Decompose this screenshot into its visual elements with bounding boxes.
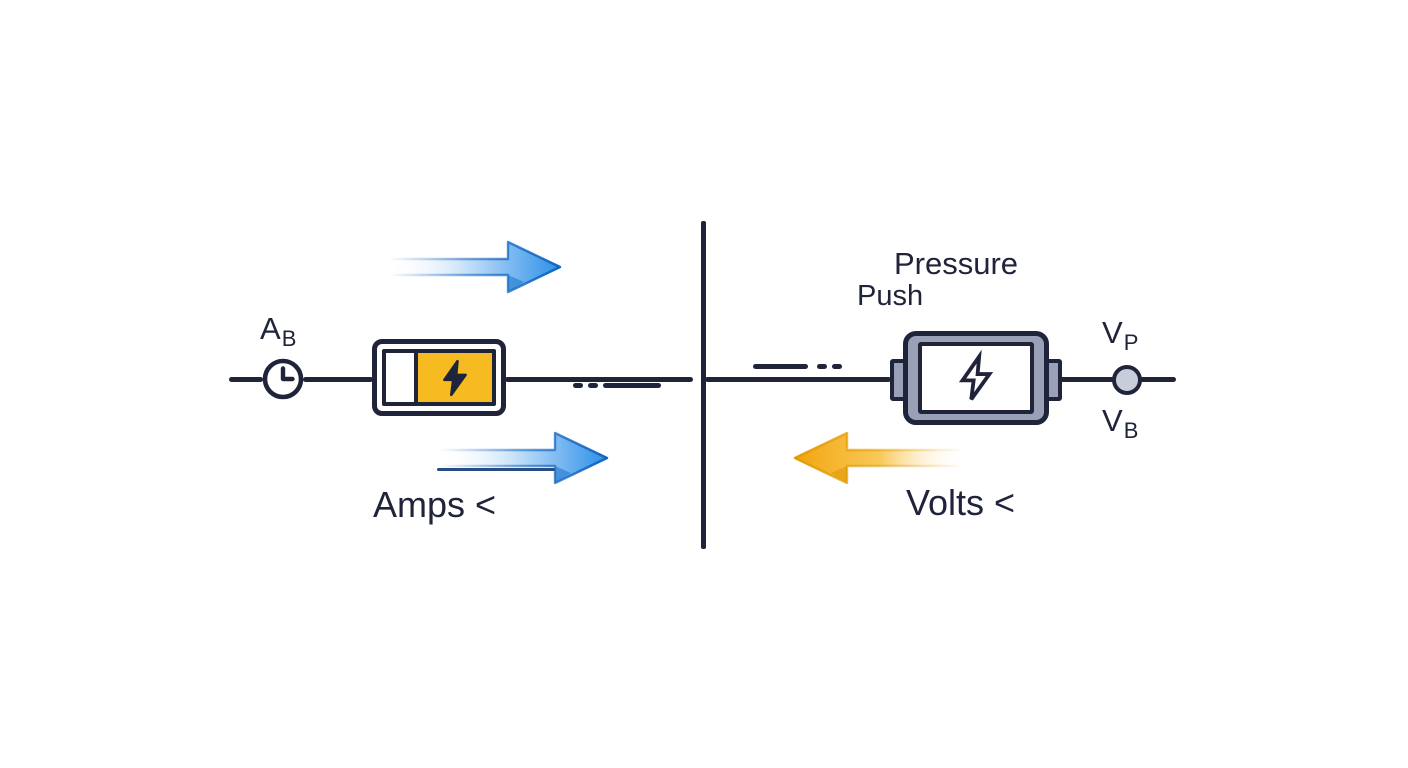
arrow-right-icon bbox=[386, 240, 562, 294]
ammeter-label-base: A bbox=[260, 311, 281, 346]
voltage-label-bottom-subscript: B bbox=[1123, 418, 1139, 443]
amps-caption: Amps < bbox=[373, 484, 497, 525]
wire-dash bbox=[588, 383, 598, 388]
divider-line bbox=[701, 221, 706, 549]
wire-dash bbox=[573, 383, 583, 388]
wire-segment bbox=[303, 377, 373, 382]
wire-segment bbox=[1140, 377, 1176, 382]
wire-segment bbox=[1060, 377, 1114, 382]
clock-icon bbox=[262, 358, 304, 400]
wire-dash bbox=[817, 364, 827, 369]
battery-screen bbox=[918, 342, 1034, 414]
volts-caption: Volts < bbox=[906, 482, 1016, 523]
voltage-label-bottom-base: V bbox=[1102, 403, 1123, 438]
arrow-left-icon bbox=[793, 431, 967, 485]
arrow-underline bbox=[437, 468, 555, 471]
lightning-bolt-outline-icon bbox=[958, 349, 994, 401]
wire-segment bbox=[229, 377, 263, 382]
pressure-title: Pressure bbox=[894, 246, 1019, 281]
battery-empty-cell bbox=[386, 353, 418, 402]
ammeter-label-subscript: B bbox=[281, 326, 297, 351]
voltage-label-top: VP bbox=[1102, 315, 1138, 354]
wire-dash bbox=[832, 364, 842, 369]
wire-dash bbox=[753, 364, 808, 369]
battery-charged-cell bbox=[418, 353, 492, 402]
lightning-bolt-icon bbox=[443, 359, 467, 396]
voltage-label-top-base: V bbox=[1102, 315, 1123, 350]
wire-segment bbox=[705, 377, 891, 382]
wire-segment bbox=[505, 377, 693, 382]
battery-cells bbox=[382, 349, 496, 406]
clock-meter bbox=[261, 357, 305, 401]
wire-dash bbox=[603, 383, 661, 388]
battery-right bbox=[903, 331, 1049, 425]
voltage-label-bottom: VB bbox=[1102, 403, 1138, 442]
voltage-label-top-subscript: P bbox=[1123, 330, 1139, 355]
arrow-right-icon bbox=[437, 431, 609, 485]
ammeter-label: AB bbox=[260, 311, 296, 350]
circuit-node bbox=[1112, 365, 1142, 395]
battery-left bbox=[372, 339, 506, 416]
push-subtitle: Push bbox=[857, 280, 924, 312]
